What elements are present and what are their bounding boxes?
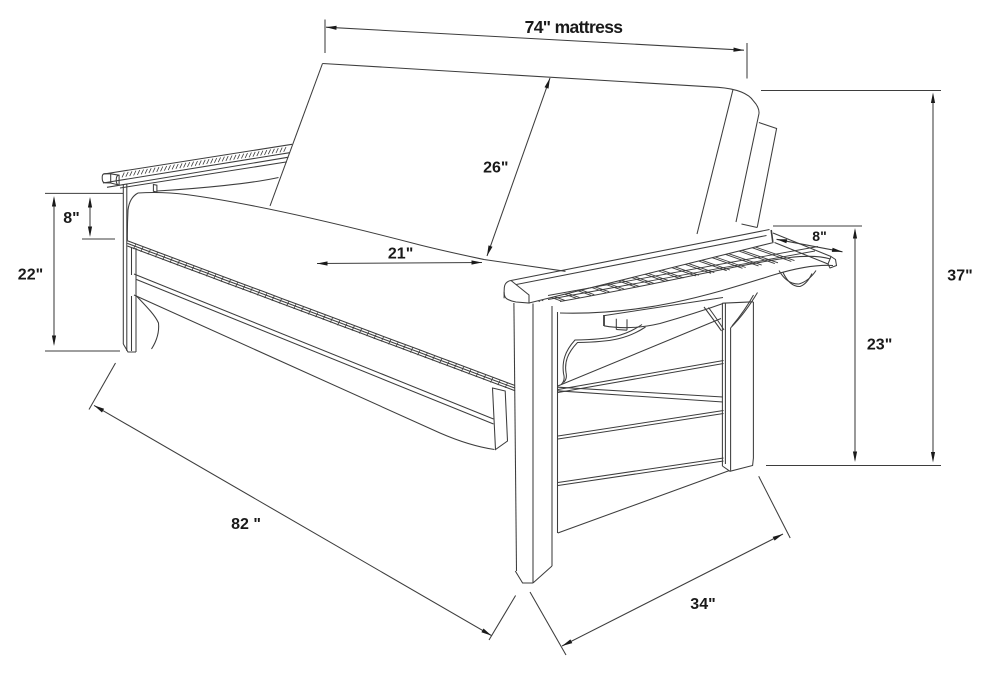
svg-text:23": 23" <box>867 337 892 354</box>
svg-text:8": 8" <box>812 228 826 244</box>
svg-text:8": 8" <box>63 210 79 227</box>
svg-text:74" mattress: 74" mattress <box>525 17 624 37</box>
svg-text:22": 22" <box>18 267 43 284</box>
svg-text:26": 26" <box>483 160 508 177</box>
svg-text:82 ": 82 " <box>231 516 261 533</box>
svg-text:34": 34" <box>690 596 715 613</box>
svg-text:21": 21" <box>388 246 413 263</box>
svg-text:37": 37" <box>947 268 972 285</box>
